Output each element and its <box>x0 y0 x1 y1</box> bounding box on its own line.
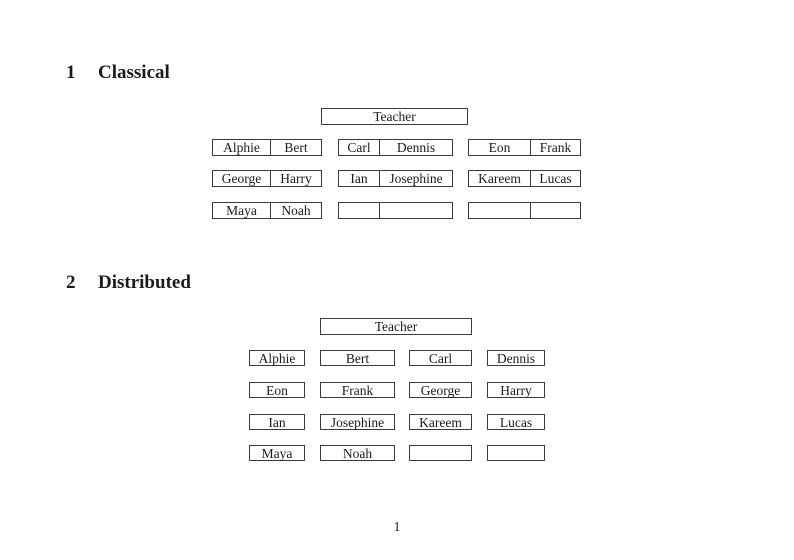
seat-cell: Dennis <box>396 140 436 155</box>
desk-r2-g3: Kareem Lucas <box>468 170 581 187</box>
seat-cell: Maya <box>213 203 271 218</box>
seat-cell: Carl <box>339 140 380 155</box>
desk-r2-g2: Ian Josephine <box>338 170 453 187</box>
seat-cell-empty <box>531 203 580 218</box>
seat-cell-empty <box>469 203 531 218</box>
seat-box: Harry <box>487 382 545 398</box>
seat-cell: Ian <box>339 171 380 186</box>
seat-cell: Harry <box>280 171 312 186</box>
teacher-label: Teacher <box>373 109 416 124</box>
seat-cell-empty <box>339 203 380 218</box>
seat-box-empty <box>487 445 545 461</box>
distributed-teacher-box: Teacher <box>320 318 472 335</box>
desk-r2-g1: George Harry <box>212 170 322 187</box>
desk-r1-g2: Carl Dennis <box>338 139 453 156</box>
seat-box: Frank <box>320 382 395 398</box>
seat-cell-empty <box>380 203 452 218</box>
desk-r3-g3-empty <box>468 202 581 219</box>
page-number: 1 <box>393 519 401 534</box>
seat-box: Alphie <box>249 350 305 366</box>
seat-cell: Josephine <box>389 171 443 186</box>
section-number: 1 <box>66 62 76 83</box>
seat-cell: Eon <box>469 140 531 155</box>
seat-cell: Alphie <box>213 140 271 155</box>
section-number: 2 <box>66 272 76 293</box>
seat-box: Lucas <box>487 414 545 430</box>
seat-cell: George <box>213 171 271 186</box>
seat-box: Dennis <box>487 350 545 366</box>
seat-cell: Kareem <box>469 171 531 186</box>
section-title: Classical <box>98 62 170 83</box>
seat-box: Josephine <box>320 414 395 430</box>
seat-box: George <box>409 382 472 398</box>
teacher-label: Teacher <box>374 319 418 334</box>
seat-box: Maya <box>249 445 305 461</box>
seat-box: Ian <box>249 414 305 430</box>
seat-cell: Bert <box>284 140 308 155</box>
seat-cell: Lucas <box>539 171 572 186</box>
desk-r3-g2-empty <box>338 202 453 219</box>
seat-box: Bert <box>320 350 395 366</box>
section-title: Distributed <box>98 272 191 293</box>
section-heading-distributed: 2 Distributed <box>66 272 191 294</box>
seat-box: Eon <box>249 382 305 398</box>
desk-r1-g3: Eon Frank <box>468 139 581 156</box>
seat-box-empty <box>409 445 472 461</box>
seat-box: Noah <box>320 445 395 461</box>
seat-cell: Frank <box>539 140 572 155</box>
desk-r3-g1: Maya Noah <box>212 202 322 219</box>
classical-teacher-box: Teacher <box>321 108 468 125</box>
seat-box: Kareem <box>409 414 472 430</box>
seat-box: Carl <box>409 350 472 366</box>
desk-r1-g1: Alphie Bert <box>212 139 322 156</box>
seat-cell: Noah <box>281 203 311 218</box>
section-heading-classical: 1 Classical <box>66 62 170 84</box>
